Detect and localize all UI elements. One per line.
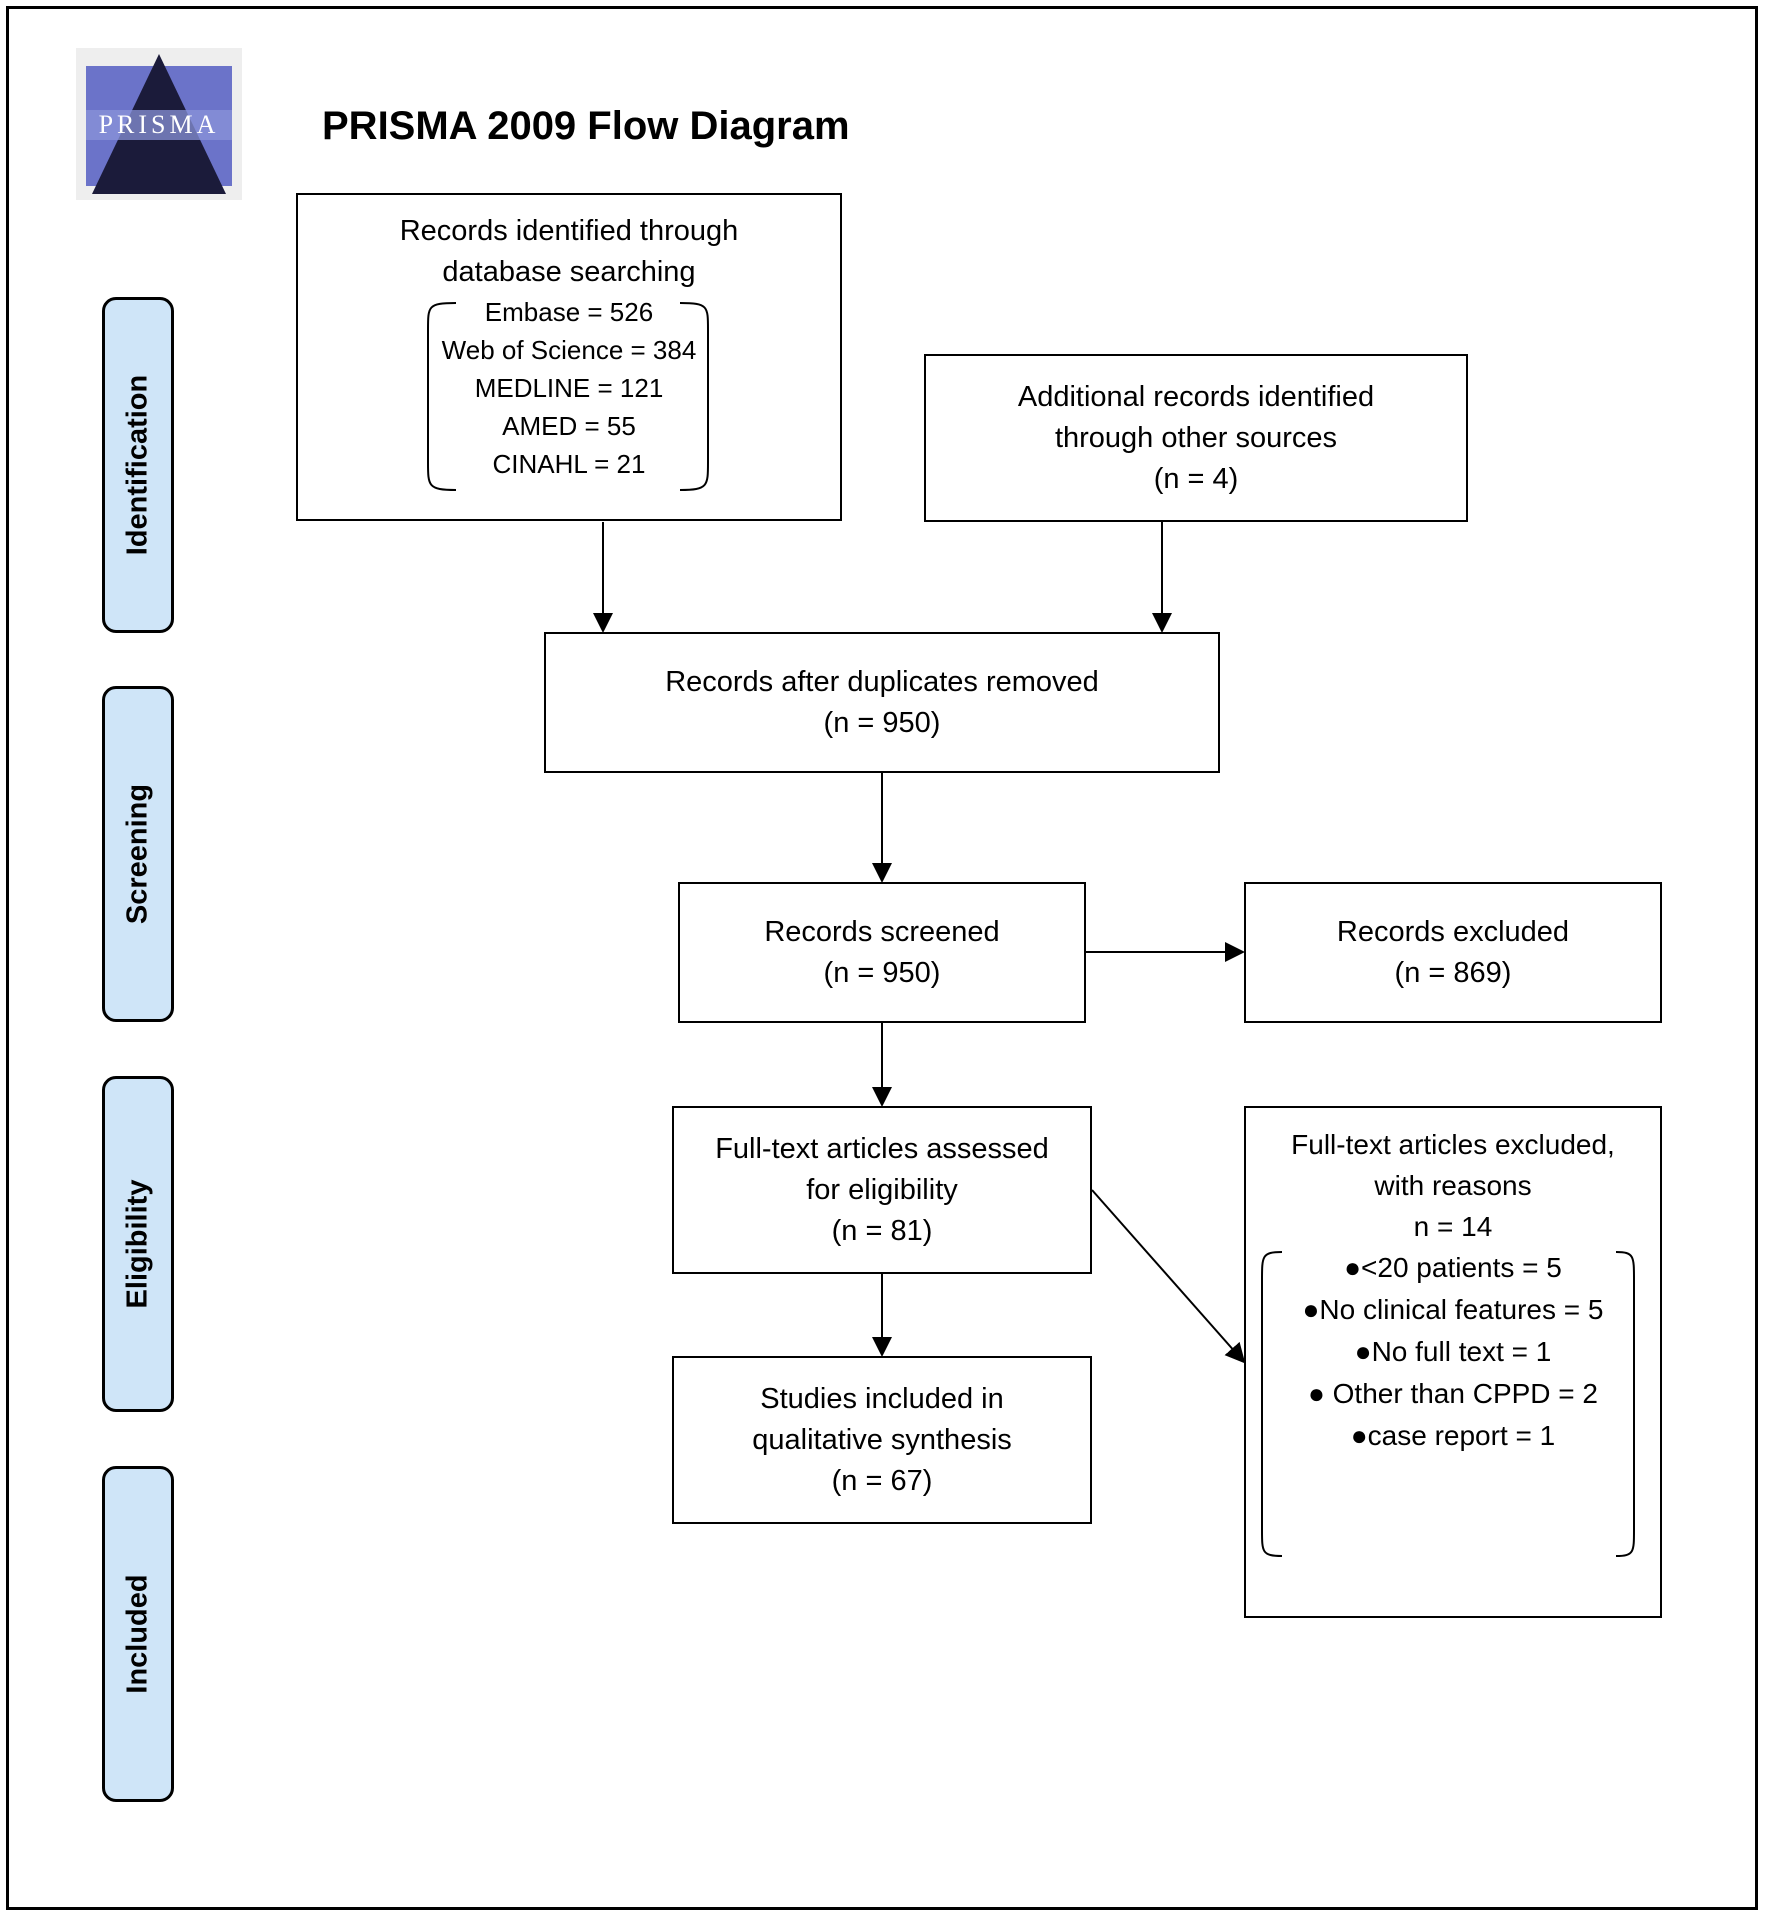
- box-line: (n = 67): [831, 1464, 933, 1497]
- stage-identification: Identification: [102, 297, 174, 633]
- reason-item: ● Other than CPPD = 2: [1307, 1378, 1599, 1409]
- prisma-logo: PRISMA: [76, 48, 242, 200]
- box-line: Records screened: [764, 915, 1000, 948]
- source-item: CINAHL = 21: [492, 449, 646, 479]
- box-line: (n = 869): [1394, 956, 1512, 989]
- fulltext-excluded-box: Full-text articles excluded, with reason…: [1244, 1106, 1662, 1618]
- box-line: Full-text articles assessed: [715, 1132, 1049, 1165]
- box-line: through other sources: [1054, 421, 1338, 454]
- exclusion-reasons-list: ●<20 patients = 5 ●No clinical features …: [1303, 1247, 1604, 1457]
- box-line: (n = 4): [1153, 462, 1239, 495]
- box-line: Additional records identified: [1017, 380, 1375, 413]
- box-line: (n = 81): [831, 1214, 933, 1247]
- prisma-logo-graphic: [86, 54, 232, 194]
- records-screened-box: Records screened (n = 950): [678, 882, 1086, 1023]
- stage-included: Included: [102, 1466, 174, 1802]
- box-line: Records after duplicates removed: [665, 665, 1099, 698]
- box-line: n = 14: [1413, 1211, 1493, 1242]
- records-identified-box: Records identified through database sear…: [296, 193, 842, 521]
- reason-item: ●case report = 1: [1350, 1420, 1556, 1451]
- diagram-title: PRISMA 2009 Flow Diagram: [322, 104, 850, 148]
- duplicates-removed-box: Records after duplicates removed (n = 95…: [544, 632, 1220, 773]
- studies-included-box: Studies included in qualitative synthesi…: [672, 1356, 1092, 1524]
- stage-eligibility: Eligibility: [102, 1076, 174, 1412]
- box-line: database searching: [442, 256, 696, 288]
- reason-item: ●<20 patients = 5: [1344, 1252, 1562, 1283]
- arrow-fulltext-to-excluded: [1091, 1189, 1246, 1364]
- box-line: for eligibility: [806, 1173, 958, 1206]
- box-line: with reasons: [1374, 1170, 1532, 1201]
- logo-text: PRISMA: [98, 110, 220, 139]
- sources-bracket-left: [427, 302, 457, 491]
- box-line: Records identified through: [399, 215, 739, 247]
- database-sources-list: Embase = 526 Web of Science = 384 MEDLIN…: [442, 293, 697, 483]
- reason-item: ●No full text = 1: [1354, 1336, 1552, 1367]
- sources-bracket-right: [679, 302, 709, 491]
- fulltext-assessed-box: Full-text articles assessed for eligibil…: [672, 1106, 1092, 1274]
- reasons-bracket-left: [1261, 1251, 1283, 1557]
- source-item: Web of Science = 384: [441, 335, 697, 365]
- diagram-frame: [6, 6, 1758, 1910]
- box-line: Records excluded: [1336, 915, 1570, 948]
- reason-item: ●No clinical features = 5: [1302, 1294, 1604, 1325]
- additional-records-box: Additional records identified through ot…: [924, 354, 1468, 522]
- source-item: AMED = 55: [502, 411, 636, 441]
- records-excluded-box: Records excluded (n = 869): [1244, 882, 1662, 1023]
- box-line: Full-text articles excluded,: [1291, 1129, 1615, 1160]
- stage-screening: Screening: [102, 686, 174, 1022]
- reasons-bracket-right: [1615, 1251, 1635, 1557]
- box-line: (n = 950): [823, 956, 941, 989]
- box-line: qualitative synthesis: [752, 1423, 1012, 1456]
- source-item: MEDLINE = 121: [474, 373, 664, 403]
- box-line: Studies included in: [760, 1382, 1004, 1415]
- source-item: Embase = 526: [484, 297, 654, 327]
- box-line: (n = 950): [823, 706, 941, 739]
